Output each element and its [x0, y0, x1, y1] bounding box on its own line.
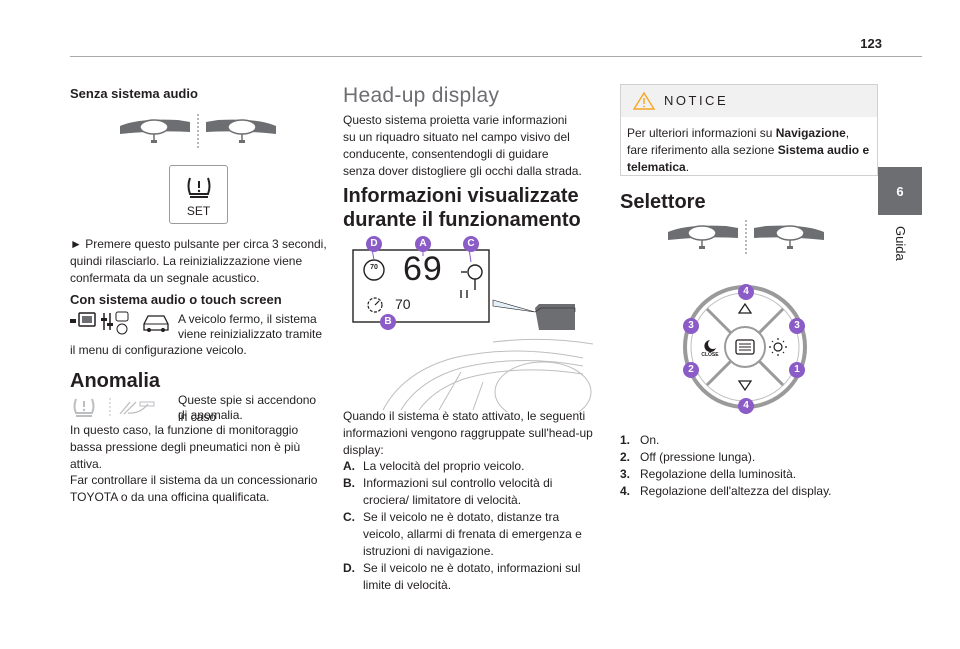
page-number: 123 — [860, 36, 882, 51]
dial-marker-3-left: 3 — [683, 318, 699, 334]
notice-header: NOTICE — [621, 85, 877, 117]
dial-marker-1: 1 — [789, 362, 805, 378]
selector-dashboard-icon — [668, 220, 824, 256]
list-item: 4.Regolazione dell'altezza del display. — [620, 484, 832, 498]
anomaly-text-1: In questo caso, la funzione di monitorag… — [70, 423, 301, 471]
list-item: D.Se il veicolo ne è dotato, informazion… — [343, 561, 581, 592]
limit-sign-value: 70 — [370, 264, 378, 271]
selector-list: 1.On. 2.Off (pressione lunga). 3.Regolaz… — [620, 432, 878, 500]
list-item: A.La velocità del proprio veicolo. — [343, 459, 525, 473]
marker-d: D — [366, 236, 382, 252]
hud-drawing — [352, 248, 594, 412]
selector-heading: Selettore — [620, 191, 706, 213]
speed-value: 69 — [403, 250, 443, 288]
set-label: SET — [186, 204, 211, 218]
audio-line-3: il menu di configurazione veicolo. — [70, 343, 247, 357]
dial-drawing — [683, 285, 807, 409]
list-item: 3.Regolazione della luminosità. — [620, 467, 797, 481]
hud-illustration: 70 69 70 D A C B — [343, 232, 605, 412]
header-divider — [70, 56, 922, 57]
list-item: C.Se il veicolo ne è dotato, distanze tr… — [343, 510, 582, 558]
tire-pressure-icon — [187, 177, 211, 198]
notice-title: NOTICE — [664, 93, 729, 108]
hud-lead-text: Quando il sistema è stato attivato, le s… — [343, 409, 593, 457]
dial-marker-4-bottom: 4 — [738, 398, 754, 414]
list-item: 2.Off (pressione lunga). — [620, 450, 756, 464]
anomaly-text-2: Far controllare il sistema da un concess… — [70, 473, 318, 504]
marker-c: C — [463, 236, 479, 252]
anomaly-heading: Anomalia — [70, 370, 161, 392]
info-heading-2: durante il funzionamento — [343, 209, 581, 231]
heading-audio: Con sistema audio o touch screen — [70, 292, 282, 307]
set-button[interactable]: SET — [169, 165, 228, 224]
anomaly-line-1: Queste spie si accendono in caso — [178, 393, 317, 424]
anomaly-line-2: di anomalia. — [178, 408, 243, 422]
notice-text: Per ulteriori informazioni su Navigazion… — [627, 126, 870, 174]
dashboard-steering-icon — [120, 114, 276, 150]
set-instruction: ► Premere questo pulsante per circa 3 se… — [70, 237, 327, 285]
audio-touchscreen-icons — [70, 311, 169, 335]
hud-info-list: A.La velocità del proprio veicolo. B.Inf… — [343, 458, 601, 594]
notice-box: NOTICE Per ulteriori informazioni su Nav… — [620, 84, 878, 176]
chapter-label: Guida — [893, 226, 908, 261]
hud-title: Head-up display — [343, 84, 500, 107]
warning-triangle-icon — [632, 91, 656, 110]
dial-marker-3-right: 3 — [789, 318, 805, 334]
heading-no-audio: Senza sistema audio — [70, 86, 198, 101]
list-item: 1.On. — [620, 433, 660, 447]
chapter-tab[interactable]: 6 — [878, 167, 922, 215]
list-item: B.Informazioni sul controllo velocità di… — [343, 476, 553, 507]
anomaly-warning-icons — [73, 398, 155, 418]
selector-dial[interactable]: CLOSE — [680, 282, 810, 412]
close-label: CLOSE — [701, 352, 719, 358]
cruise-value: 70 — [395, 296, 411, 312]
audio-line-1: A veicolo fermo, il sistema — [178, 312, 317, 326]
marker-b: B — [380, 314, 396, 330]
hud-intro: Questo sistema proietta varie informazio… — [343, 113, 582, 178]
info-heading-1: Informazioni visualizzate — [343, 185, 579, 207]
dial-marker-2: 2 — [683, 362, 699, 378]
audio-line-2: viene reinizializzato tramite — [178, 327, 323, 341]
dial-marker-4-top: 4 — [738, 284, 754, 300]
marker-a: A — [415, 236, 431, 252]
